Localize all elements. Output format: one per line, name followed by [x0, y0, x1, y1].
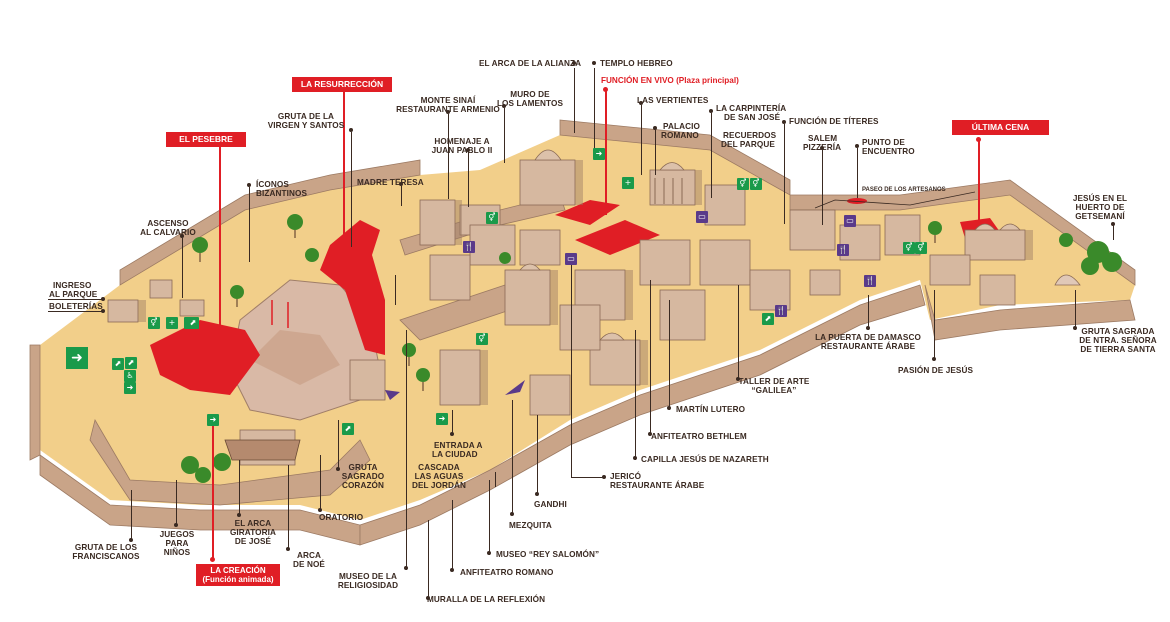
- inner-wall: [89, 418, 371, 506]
- trees: [181, 214, 1122, 483]
- tag-ultima-cena[interactable]: ÚLTIMA CENA: [952, 120, 1049, 135]
- restroom-icon: ⚥: [903, 242, 915, 254]
- restroom-icon: ⚥: [915, 242, 927, 254]
- creacion-title: LA CREACIÓN: [210, 566, 266, 575]
- stairs-icon: ⬈: [187, 317, 199, 329]
- label-funcion-titeres[interactable]: FUNCIÓN DE TÍTERES: [789, 117, 879, 126]
- shop-icon: ▭: [844, 215, 856, 227]
- domes: [519, 149, 1021, 341]
- restroom-icon: ⚥: [486, 212, 498, 224]
- label-capilla[interactable]: CAPILLA JESÚS DE NAZARETH: [641, 455, 769, 464]
- label-templo-hebreo[interactable]: TEMPLO HEBREO: [600, 59, 673, 68]
- label-las-vertientes[interactable]: LAS VERTIENTES: [637, 96, 709, 105]
- creacion-subtitle: (Función animada): [202, 575, 274, 584]
- exit-icon[interactable]: ➜: [66, 347, 88, 369]
- restroom-icon: ⚥: [737, 178, 749, 190]
- label-taller[interactable]: TALLER DE ARTE“GALILEA”: [738, 377, 810, 395]
- exit-icon: ➜: [207, 414, 219, 426]
- restaurant-icon: 🍴: [463, 241, 475, 253]
- palace-columns: [654, 178, 683, 204]
- label-museo-salomon[interactable]: MUSEO “REY SALOMÓN”: [496, 550, 600, 559]
- exit-icon: ➜: [436, 413, 448, 425]
- restaurant-icon: 🍴: [837, 244, 849, 256]
- restroom-icon: ⚥: [476, 333, 488, 345]
- restroom-icon: ⚥: [750, 178, 762, 190]
- red-zones: [150, 198, 1000, 395]
- wheelchair-icon: ♿: [124, 370, 136, 382]
- tag-el-pesebre[interactable]: EL PESEBRE: [166, 132, 246, 147]
- exit-icon: ➜: [124, 382, 136, 394]
- outer-wall: [29, 119, 1136, 546]
- stairs-icon: ⬈: [762, 313, 774, 325]
- label-pasion[interactable]: PASIÓN DE JESÚS: [898, 366, 974, 375]
- label-madre-teresa[interactable]: MADRE TERESA: [357, 178, 424, 187]
- tag-la-resurreccion[interactable]: LA RESURRECCIÓN: [292, 77, 392, 92]
- gruta-rock: [1054, 274, 1081, 286]
- label-oratorio[interactable]: ORATORIO: [319, 513, 364, 522]
- exit-icon: ➜: [593, 148, 605, 160]
- label-funcion-en-vivo[interactable]: FUNCIÓN EN VIVO (Plaza principal): [601, 76, 739, 85]
- first-aid-icon: +: [622, 177, 634, 189]
- shop-icon: ▭: [696, 211, 708, 223]
- shop-icon: ▭: [565, 253, 577, 265]
- first-aid-icon: +: [166, 317, 178, 329]
- label-gandhi[interactable]: GANDHI: [534, 500, 567, 509]
- label-paseo-artesanos[interactable]: PASEO DE LOS ARTESANOS: [862, 187, 946, 193]
- stairs-icon: ⬈: [342, 423, 354, 435]
- arca-noe-boat: [224, 439, 301, 461]
- label-mezquita[interactable]: MEZQUITA: [509, 521, 552, 530]
- stairs-icon: ⬈: [112, 358, 124, 370]
- restaurant-icon: 🍴: [864, 275, 876, 287]
- label-boleterias[interactable]: BOLETERÍAS: [49, 302, 103, 311]
- windmills: [271, 300, 289, 328]
- label-martin-lutero[interactable]: MARTÍN LUTERO: [676, 405, 746, 414]
- building-shadows: [138, 160, 1033, 405]
- paseo-line: [814, 191, 976, 209]
- direction-arrows: [385, 380, 525, 400]
- label-arca-alianza[interactable]: EL ARCA DE LA ALIANZA: [479, 59, 582, 68]
- label-anfiteatro-romano[interactable]: ANFITEATRO ROMANO: [460, 568, 554, 577]
- label-muralla[interactable]: MURALLA DE LA REFLEXIÓN: [427, 595, 546, 604]
- restaurant-icon: 🍴: [775, 305, 787, 317]
- stairs-icon: ⬈: [125, 357, 137, 369]
- label-anfiteatro-bethlem[interactable]: ANFITEATRO BETHLEM: [651, 432, 747, 441]
- restroom-icon: ⚥: [148, 317, 160, 329]
- tag-la-creacion[interactable]: LA CREACIÓN (Función animada): [196, 564, 280, 586]
